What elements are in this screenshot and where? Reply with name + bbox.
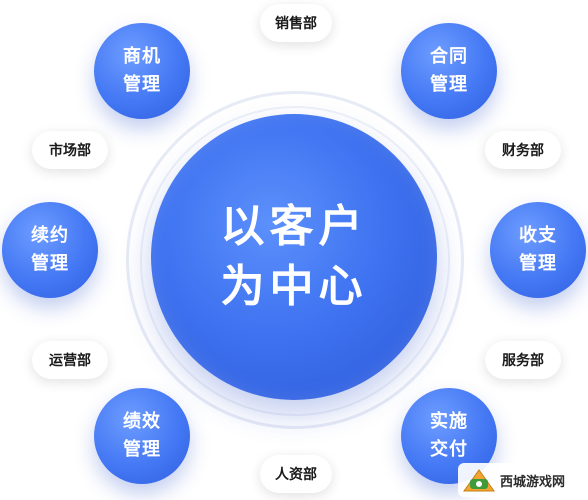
center-title-line1: 以客户 bbox=[220, 201, 368, 252]
bubble-opportunity-management: 商机 管理 bbox=[94, 23, 190, 119]
bubble-label-line2: 管理 bbox=[31, 253, 69, 274]
outer-ring bbox=[126, 91, 464, 429]
center-title-line2: 为中心 bbox=[220, 261, 368, 312]
center-circle: 以客户 为中心 bbox=[151, 114, 437, 400]
bubble-revenue-expense-management: 收支 管理 bbox=[490, 202, 586, 298]
bubble-label-line1: 合同 bbox=[430, 46, 468, 67]
dept-service: 服务部 bbox=[485, 341, 561, 379]
watermark-text: 西城游戏网 bbox=[500, 474, 566, 490]
bubble-contract-management: 合同 管理 bbox=[401, 23, 497, 119]
dept-finance: 财务部 bbox=[485, 131, 561, 169]
watermark: 西城游戏网 bbox=[458, 463, 586, 497]
bubble-label-line2: 管理 bbox=[123, 439, 161, 460]
bubble-label-line2: 管理 bbox=[519, 253, 557, 274]
bubble-renewal-management: 续约 管理 bbox=[2, 202, 98, 298]
dept-hr: 人资部 bbox=[260, 455, 332, 493]
watermark-logo-icon bbox=[462, 467, 496, 493]
bubble-label-line2: 交付 bbox=[430, 439, 468, 460]
bubble-label-line2: 管理 bbox=[123, 74, 161, 95]
bubble-label-line1: 绩效 bbox=[123, 411, 161, 432]
bubble-performance-management: 绩效 管理 bbox=[94, 388, 190, 484]
bubble-label-line1: 商机 bbox=[123, 46, 161, 67]
dept-operations: 运营部 bbox=[32, 341, 108, 379]
bubble-label-line1: 实施 bbox=[430, 411, 468, 432]
bubble-label-line1: 续约 bbox=[31, 225, 69, 246]
bubble-label-line1: 收支 bbox=[519, 225, 557, 246]
dept-marketing: 市场部 bbox=[32, 131, 108, 169]
dept-sales: 销售部 bbox=[260, 4, 332, 42]
inner-ring bbox=[140, 106, 450, 416]
bubble-label-line2: 管理 bbox=[430, 74, 468, 95]
